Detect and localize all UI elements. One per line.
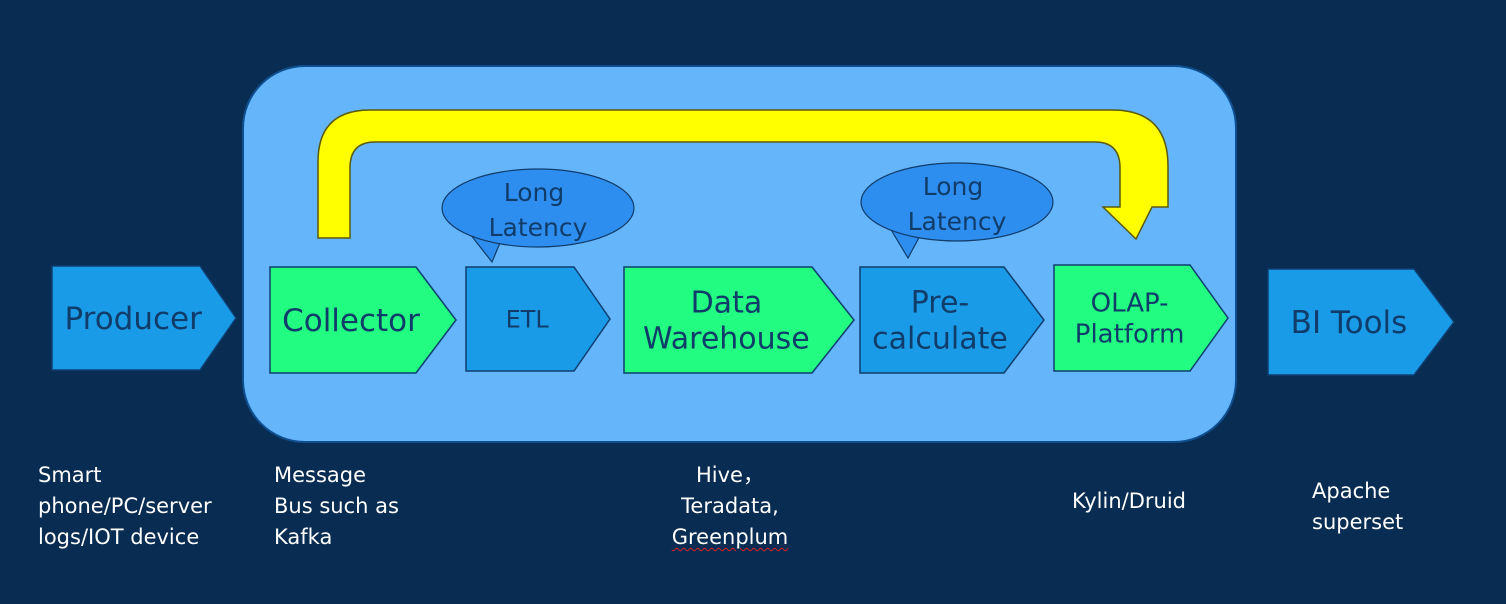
caption-warehouse-hive: Hive， [696, 463, 764, 487]
node-olap-platform: OLAP-Platform [1053, 264, 1229, 372]
caption-olap: Kylin/Druid [1072, 489, 1187, 513]
callout-etl-label: Long Latency [489, 178, 588, 242]
node-olap-platform-shape [1053, 264, 1229, 372]
node-collector: Collector [269, 266, 457, 374]
caption-producer: Smart phone/PC/server logs/IOT device [38, 463, 212, 549]
caption-warehouse-teradata: Teradata, [681, 494, 779, 518]
node-collector-shape [269, 266, 457, 374]
callout-precalc-latency: Long Latency [860, 162, 1054, 260]
callout-etl-latency: Long Latency [441, 168, 635, 264]
node-data-warehouse-shape [623, 266, 855, 374]
node-bi-tools-label: BI Tools [1291, 305, 1408, 341]
callout-precalc-label: Long Latency [908, 172, 1007, 236]
node-etl-shape [465, 266, 611, 372]
node-pre-calculate: Pre-calculate [859, 266, 1045, 374]
node-etl: ETL [465, 266, 611, 372]
caption-warehouse: Hive， Teradata, Greenplum [660, 460, 800, 553]
node-bi-tools: BI Tools [1267, 268, 1455, 376]
node-producer-label: Producer [65, 301, 203, 337]
node-pre-calculate-label: Pre-calculate [872, 286, 1008, 357]
caption-warehouse-greenplum: Greenplum [671, 525, 789, 549]
node-olap-platform-label: OLAP-Platform [1075, 289, 1185, 350]
node-collector-label: Collector [282, 303, 420, 339]
caption-bi: Apache superset [1312, 479, 1404, 534]
bypass-arrow-body [317, 109, 1169, 241]
node-producer-shape [51, 265, 237, 371]
node-etl-label: ETL [506, 305, 550, 333]
node-bi-tools-shape [1267, 268, 1455, 376]
node-producer: Producer [51, 265, 237, 371]
node-pre-calculate-shape [859, 266, 1045, 374]
caption-collector: Message Bus such as Kafka [274, 463, 399, 549]
